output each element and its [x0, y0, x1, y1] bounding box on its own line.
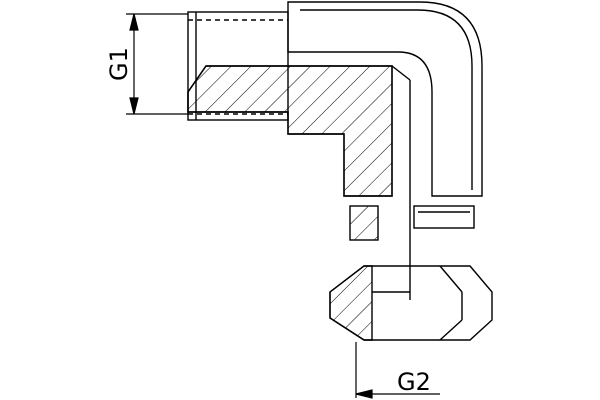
hatched-section [187, 65, 393, 197]
g1-arrow-top [129, 13, 139, 31]
section-outline [187, 65, 393, 197]
nut-face-line-3 [439, 319, 463, 341]
nut-collar-right [413, 205, 475, 229]
g1-dimension [126, 13, 188, 115]
elbow-body [287, 1, 483, 197]
elbow-highlight [300, 9, 473, 190]
g2-arrow [355, 389, 373, 399]
nut-hatched [329, 265, 373, 341]
g2-dimension [355, 342, 440, 399]
bore-chamfer [391, 65, 411, 81]
nut-collar-left [349, 205, 379, 241]
swivel-nut [329, 205, 493, 341]
g1-label: G1 [104, 47, 133, 81]
g2-label: G2 [397, 368, 431, 396]
section-cut [187, 65, 411, 300]
g1-arrow-bottom [129, 97, 139, 115]
elbow-outer [287, 1, 483, 197]
nut-face-line-1 [439, 265, 463, 293]
